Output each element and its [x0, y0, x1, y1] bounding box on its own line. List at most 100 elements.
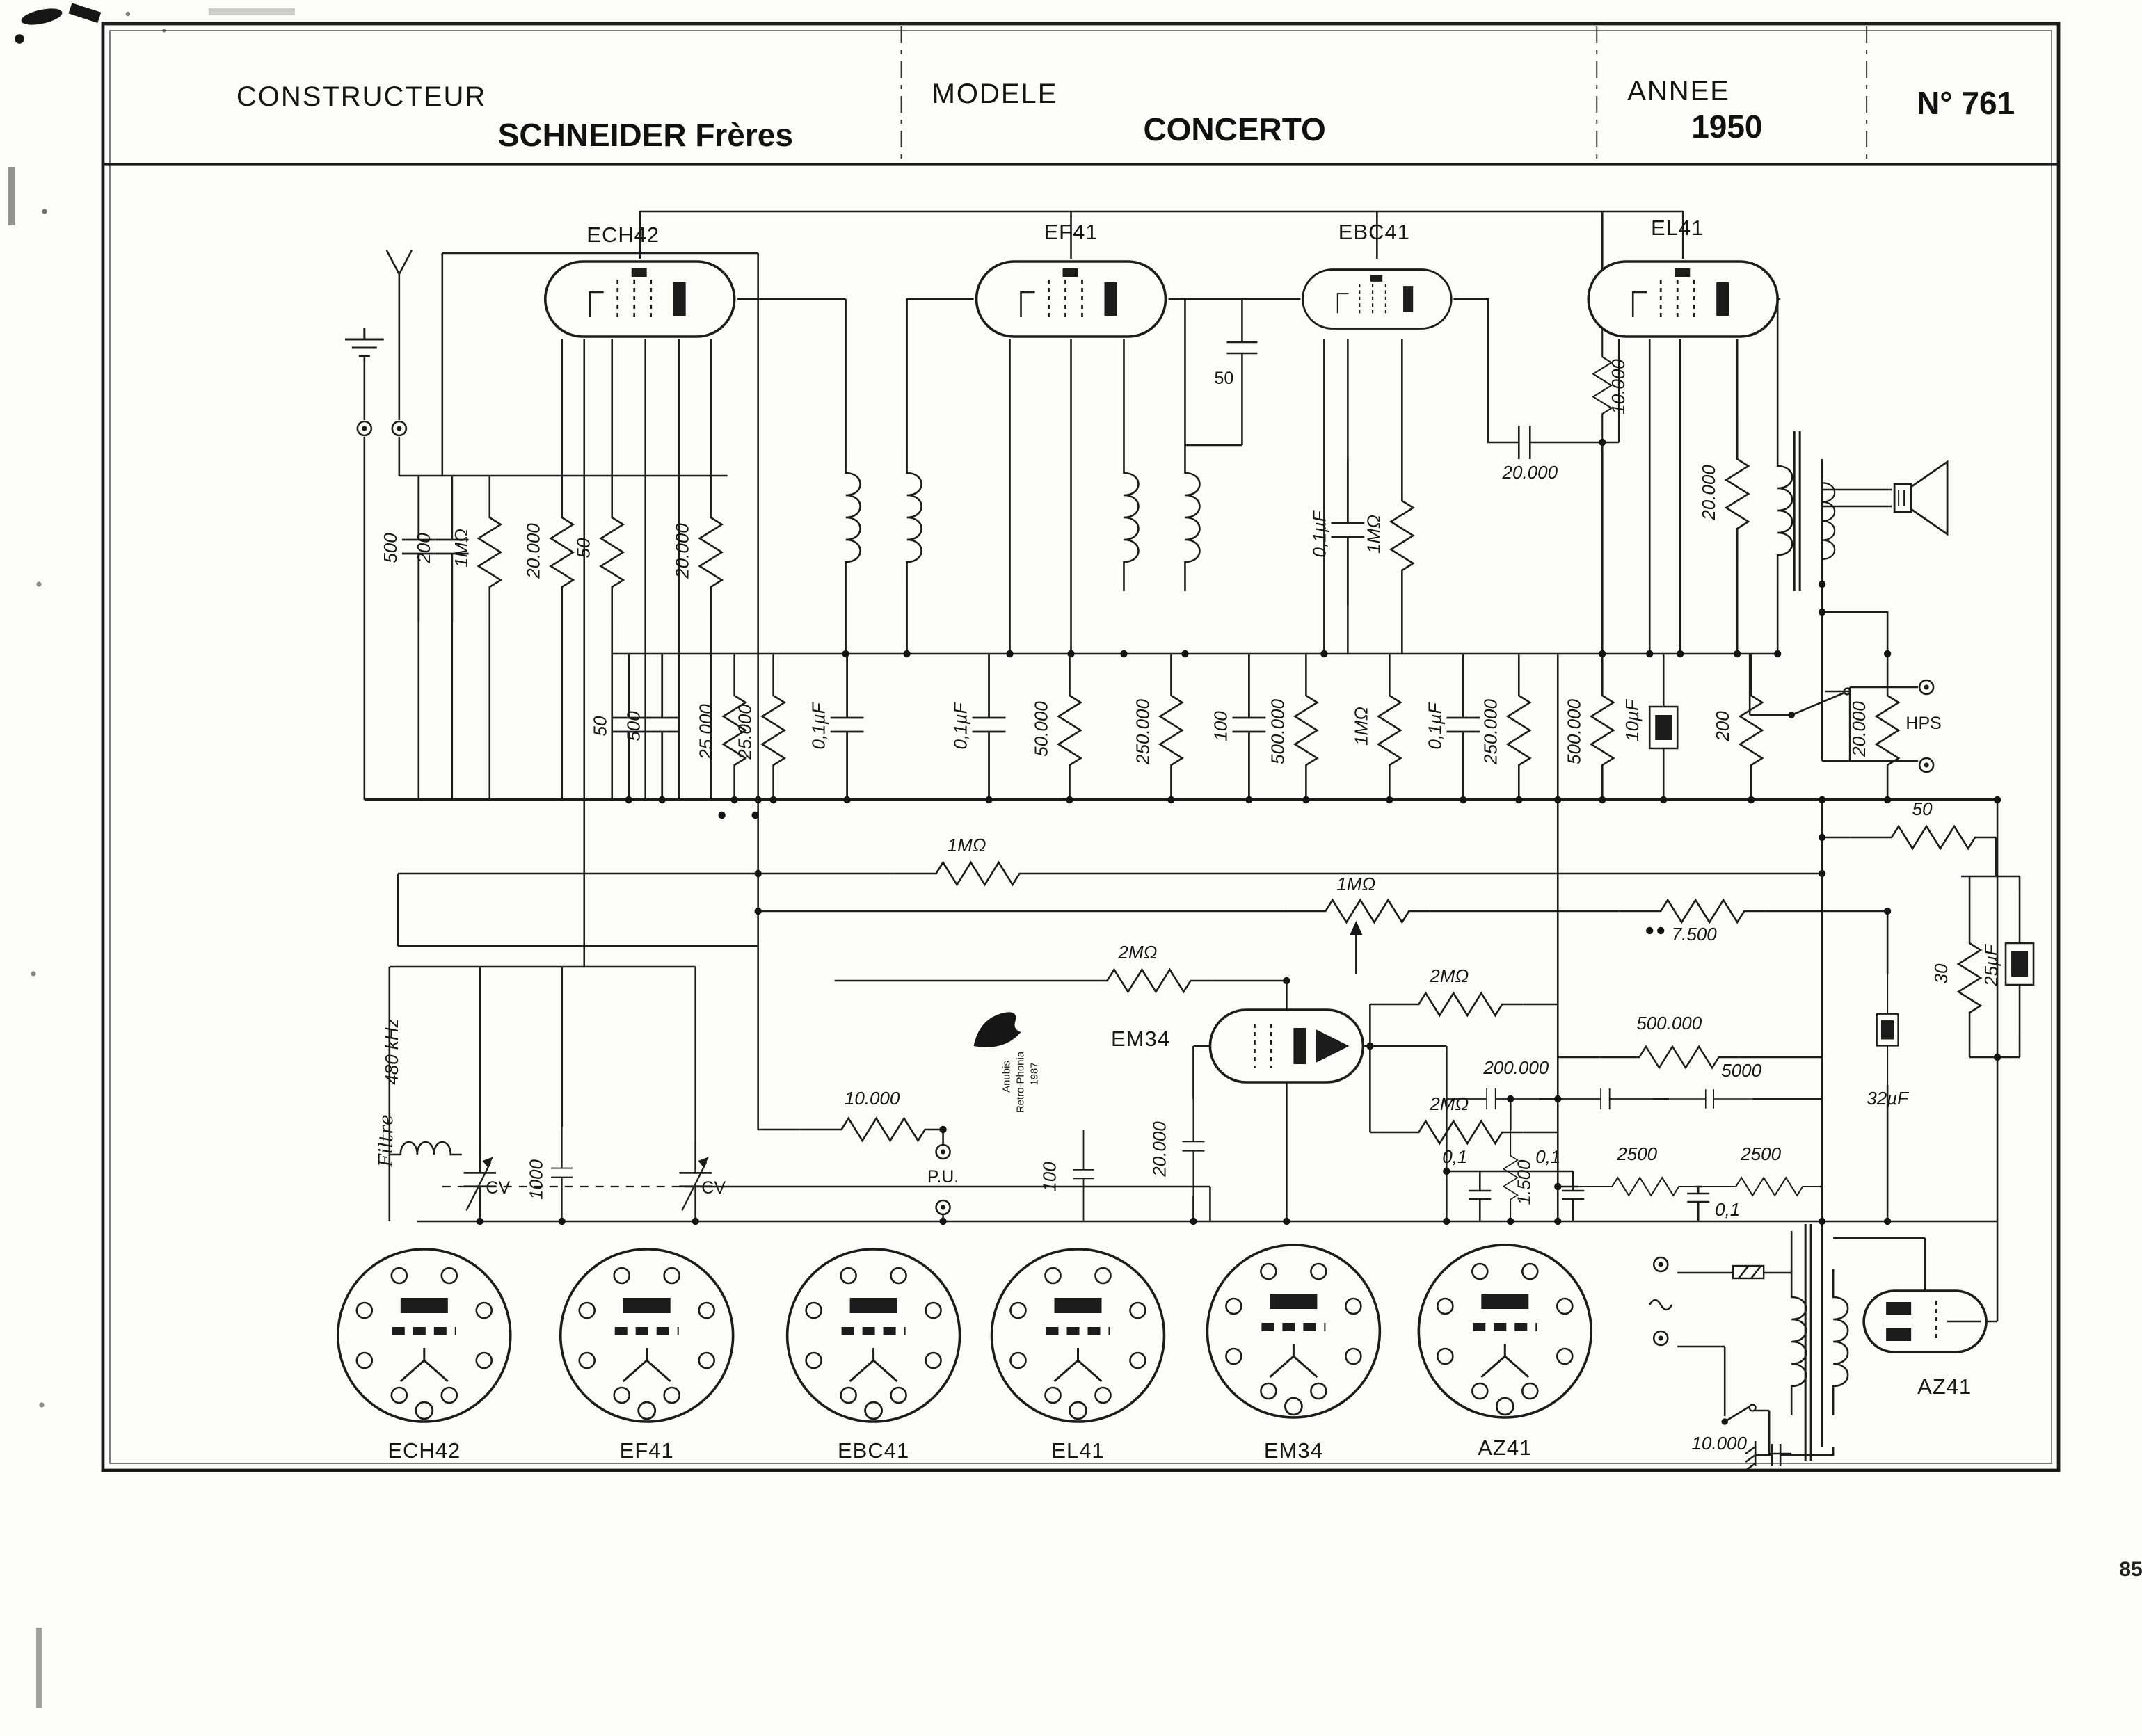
component-label: 50: [573, 538, 594, 558]
speaker-switch[interactable]: [1791, 691, 1845, 716]
tube-socket-diagram-ef41: [561, 1249, 733, 1422]
pickup-terminal[interactable]: [935, 1143, 951, 1160]
pickup-terminal[interactable]: [935, 1199, 951, 1216]
hps-terminal[interactable]: [1918, 679, 1935, 696]
junction-dot: [1657, 926, 1665, 935]
component-label: 10.000: [1691, 1433, 1747, 1454]
junction-dot: [1773, 650, 1782, 658]
component-label: 0,1: [1442, 1146, 1467, 1167]
component-label: 1000: [526, 1159, 547, 1200]
capacitor-symbol: [1560, 1087, 1653, 1111]
component-label: 1MΩ: [1363, 515, 1384, 554]
coil-symbol: [845, 445, 861, 591]
tube-label: AZ41: [1478, 1436, 1532, 1460]
junction-dot: [1818, 796, 1826, 804]
resistor-symbol: [1377, 654, 1402, 800]
junction-dot: [754, 796, 762, 804]
component-label: 2MΩ: [1429, 1093, 1469, 1114]
junction-dot: [769, 796, 777, 804]
junction-dot: [843, 796, 851, 804]
component-label: 1MΩ: [451, 529, 472, 568]
junction-dot: [1818, 608, 1826, 616]
component-label: HPS: [1905, 714, 1941, 733]
component-label: 25.000: [696, 704, 717, 760]
junction-dot: [1443, 1167, 1450, 1175]
component-label: 1MΩ: [1350, 707, 1371, 746]
component-label: 500.000: [1267, 698, 1288, 764]
capacitor-symbol: [1072, 1130, 1095, 1221]
component-label: 50: [1912, 798, 1933, 819]
junction-dot: [625, 796, 632, 804]
junction-dot: [1120, 650, 1128, 658]
tube-label: EL41: [1651, 216, 1704, 240]
resistor-symbol: [477, 476, 502, 622]
coil-symbol: [1184, 445, 1201, 591]
tube-label: ECH42: [586, 223, 660, 247]
component-label: 30: [1931, 963, 1951, 983]
hps-terminal[interactable]: [1918, 757, 1935, 773]
junction-dot: [1006, 650, 1014, 658]
mains-terminal[interactable]: [1652, 1330, 1669, 1347]
component-label: 25.000: [735, 704, 756, 760]
junction-dot: [939, 1125, 947, 1134]
component-label: 1987: [1029, 1062, 1041, 1085]
junction-dot: [1181, 650, 1189, 658]
component-label: 0,1µF: [950, 701, 971, 749]
component-label: 50: [1215, 369, 1234, 388]
tube-socket-diagram-el41: [992, 1249, 1165, 1422]
antenna-terminal[interactable]: [356, 420, 373, 437]
component-label: 2MΩ: [1429, 965, 1469, 986]
junction-dot: [1818, 833, 1826, 842]
junction-dot: [1320, 650, 1328, 658]
component-label: 2500: [1740, 1143, 1781, 1164]
component-label: 200.000: [1482, 1057, 1549, 1078]
mains-terminal[interactable]: [1652, 1256, 1669, 1273]
resistor-symbol[interactable]: [1284, 899, 1430, 924]
component-label: CV: [701, 1178, 726, 1198]
component-label: 20.000: [672, 523, 693, 579]
junction-dot: [842, 650, 849, 658]
tube-label: ECH42: [387, 1438, 461, 1463]
component-label: Retro-Phonia: [1015, 1051, 1027, 1113]
speaker-icon: [1893, 460, 1949, 536]
schematic-number: N° 761: [1917, 85, 2015, 121]
tube-socket-diagram-az41: [1418, 1245, 1591, 1417]
tube-symbol-em34: [1208, 1008, 1365, 1084]
junction-dot: [939, 1217, 947, 1225]
antenna-terminal[interactable]: [391, 420, 408, 437]
component-label: 200: [1712, 711, 1733, 742]
junction-dot: [1599, 438, 1606, 447]
ground-icon: [344, 328, 384, 357]
resistor-symbol: [1159, 654, 1183, 800]
resistor-symbol: [1850, 825, 1997, 850]
junction-dot: [1883, 907, 1892, 915]
junction-dot: [1677, 650, 1684, 658]
junction-dot: [1818, 869, 1826, 878]
modele-value: CONCERTO: [1143, 111, 1325, 147]
junction-dot: [1818, 580, 1826, 588]
resistor-symbol: [1294, 654, 1318, 800]
junction-dot: [1366, 1042, 1374, 1050]
resistor-symbol: [1590, 654, 1615, 800]
resistor-symbol: [761, 654, 785, 800]
resistor-symbol: [1377, 1120, 1524, 1145]
junction-dot: [1167, 796, 1175, 804]
tube-label: EF41: [620, 1438, 674, 1463]
junction-dot: [1067, 650, 1075, 658]
switch-contact: [1843, 687, 1851, 696]
tube-socket-diagram-ebc41: [788, 1249, 960, 1422]
junction-dot: [1554, 1182, 1562, 1191]
component-label: 200: [413, 533, 434, 564]
potentiometer-arrow: [1350, 921, 1363, 935]
fuse-hatch: [1738, 1265, 1762, 1279]
component-label: 32µF: [1867, 1088, 1910, 1109]
junction-dot: [1818, 1217, 1826, 1225]
component-label: 7.500: [1672, 924, 1718, 945]
mains-switch[interactable]: [1724, 1405, 1750, 1423]
resistor-symbol: [1619, 899, 1766, 924]
transformer-core: [1793, 431, 1812, 1461]
resistor-symbol: [1057, 654, 1082, 800]
tube-label: AZ41: [1917, 1374, 1972, 1399]
